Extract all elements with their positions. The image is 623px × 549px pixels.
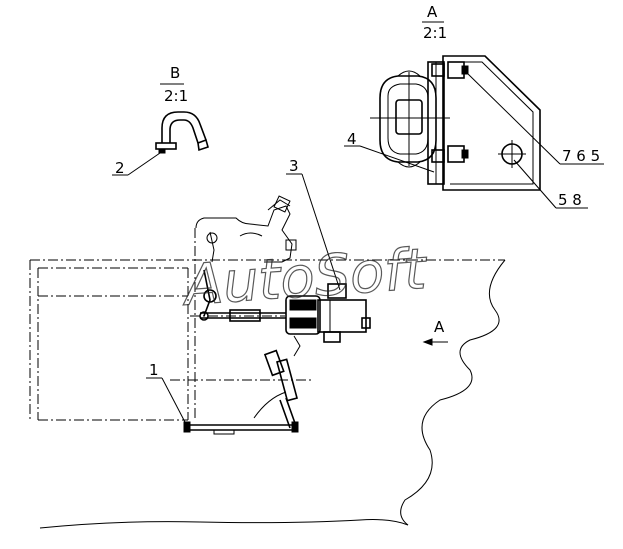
callout-3: 3 <box>286 157 341 291</box>
view-b-header: B 2:1 <box>160 64 188 105</box>
callout-1: 1 <box>146 361 187 425</box>
watermark-text: AutoSoft <box>180 237 430 319</box>
view-a-scale: 2:1 <box>423 24 447 42</box>
detail-a-assembly <box>370 55 541 191</box>
callout-4: 4 <box>344 130 435 173</box>
frame-outline <box>29 228 506 529</box>
view-b-letter: B <box>170 64 180 82</box>
control-rod <box>199 269 286 322</box>
view-a-header: A 2:1 <box>422 3 447 42</box>
callout-1-label: 1 <box>149 361 159 379</box>
view-direction-a: A <box>422 318 448 346</box>
callout-58: 5 8 <box>513 159 588 209</box>
callout-3-label: 3 <box>289 157 299 175</box>
lower-rod <box>183 391 299 435</box>
detail-b-pipe-fitting <box>155 111 209 154</box>
solenoid-valve <box>285 283 371 343</box>
callout-765-label: 7 6 5 <box>562 147 600 165</box>
view-a-letter: A <box>427 3 438 21</box>
callout-2-label: 2 <box>115 159 125 177</box>
engine-housing <box>195 195 297 263</box>
callout-2: 2 <box>112 152 161 177</box>
vertical-linkage <box>263 335 301 429</box>
callout-765: 7 6 5 <box>465 71 604 165</box>
view-b-scale: 2:1 <box>164 87 188 105</box>
callout-4-label: 4 <box>347 130 357 148</box>
direction-a-letter: A <box>434 318 445 336</box>
callout-58-label: 5 8 <box>558 191 582 209</box>
